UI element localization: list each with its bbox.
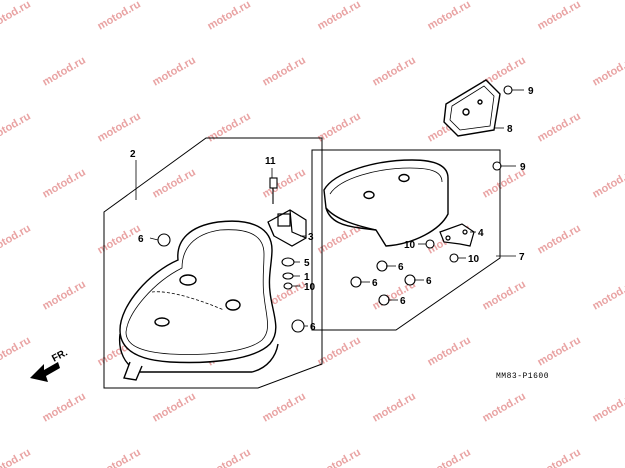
- leader-lines: [135, 89, 524, 327]
- watermark-text: motod.ru: [426, 446, 473, 468]
- callout-10-front: 10: [304, 282, 316, 293]
- callout-10-rear-right: 10: [468, 254, 480, 265]
- watermark-text: motod.ru: [591, 278, 625, 312]
- watermark-text: motod.ru: [316, 334, 363, 368]
- callout-5: 5: [304, 258, 310, 269]
- callout-1: 1: [304, 272, 310, 283]
- watermark-text: motod.ru: [536, 446, 583, 468]
- rear-seat: [323, 159, 449, 247]
- callout-9-middle: 9: [520, 162, 526, 173]
- watermark-text: motod.ru: [41, 390, 88, 424]
- watermark-text: motod.ru: [591, 166, 625, 200]
- callout-3: 3: [308, 232, 314, 243]
- watermark-text: motod.ru: [536, 222, 583, 256]
- reflector-plate: [443, 79, 501, 137]
- watermark-text: motod.ru: [591, 390, 625, 424]
- watermark-text: motod.ru: [426, 334, 473, 368]
- watermark-text: motod.ru: [316, 446, 363, 468]
- front-seat-bracket: [267, 209, 307, 247]
- watermark-text: motod.ru: [151, 54, 198, 88]
- watermark-text: motod.ru: [0, 110, 33, 144]
- drawing-code: MM83-P1600: [496, 372, 549, 381]
- watermark-text: motod.ru: [0, 222, 33, 256]
- front-seat-group-outline: [103, 137, 323, 389]
- front-direction-arrow: FR.: [30, 347, 70, 382]
- watermark-text: motod.ru: [316, 0, 363, 33]
- callout-9-top: 9: [528, 86, 534, 97]
- callout-6-front-right: 6: [310, 322, 316, 333]
- watermark-text: motod.ru: [426, 0, 473, 33]
- callout-10-rear-left: 10: [404, 240, 416, 251]
- watermark-text: motod.ru: [316, 110, 363, 144]
- watermark-text: motod.ru: [96, 0, 143, 33]
- watermark-text: motod.ru: [41, 166, 88, 200]
- callout-6-rear-left: 6: [372, 278, 378, 289]
- watermark-text: motod.ru: [0, 334, 33, 368]
- callout-6-front-left: 6: [138, 234, 144, 245]
- watermark-text: motod.ru: [151, 390, 198, 424]
- watermark-text: motod.ru: [261, 166, 308, 200]
- callout-6-rear-top: 6: [398, 262, 404, 273]
- watermark-text: motod.ru: [96, 446, 143, 468]
- watermark-text: motod.ru: [96, 110, 143, 144]
- watermark-text: motod.ru: [206, 0, 253, 33]
- watermark-text: motod.ru: [206, 110, 253, 144]
- watermark-text: motod.ru: [151, 166, 198, 200]
- callout-7: 7: [519, 252, 525, 263]
- watermark-text: motod.ru: [0, 446, 33, 468]
- watermark-text: motod.ru: [41, 278, 88, 312]
- watermark-text: motod.ru: [371, 390, 418, 424]
- watermark-text: motod.ru: [41, 54, 88, 88]
- callout-4: 4: [478, 228, 484, 239]
- callout-8: 8: [507, 124, 513, 135]
- watermark-text: motod.ru: [536, 0, 583, 33]
- callout-6-rear-bottom: 6: [400, 296, 406, 307]
- watermark-text: motod.ru: [261, 54, 308, 88]
- watermark-text: motod.ru: [96, 222, 143, 256]
- front-arrow-label: FR.: [50, 347, 70, 364]
- watermark-text: motod.ru: [536, 334, 583, 368]
- watermark-text: motod.ru: [481, 278, 528, 312]
- callout-11: 11: [265, 156, 276, 167]
- watermark-text: motod.ru: [0, 0, 33, 33]
- rear-seat-bracket: [439, 223, 475, 247]
- callout-2: 2: [130, 149, 136, 160]
- watermark-text: motod.ru: [591, 54, 625, 88]
- watermark-text: motod.ru: [261, 390, 308, 424]
- watermark-text: motod.ru: [536, 110, 583, 144]
- watermark-text: motod.ru: [481, 390, 528, 424]
- watermark-text: motod.ru: [206, 446, 253, 468]
- watermark-text: motod.ru: [371, 54, 418, 88]
- front-seat: [118, 220, 279, 381]
- callout-6-rear-right: 6: [426, 276, 432, 287]
- rear-seat-group-outline: [311, 149, 501, 331]
